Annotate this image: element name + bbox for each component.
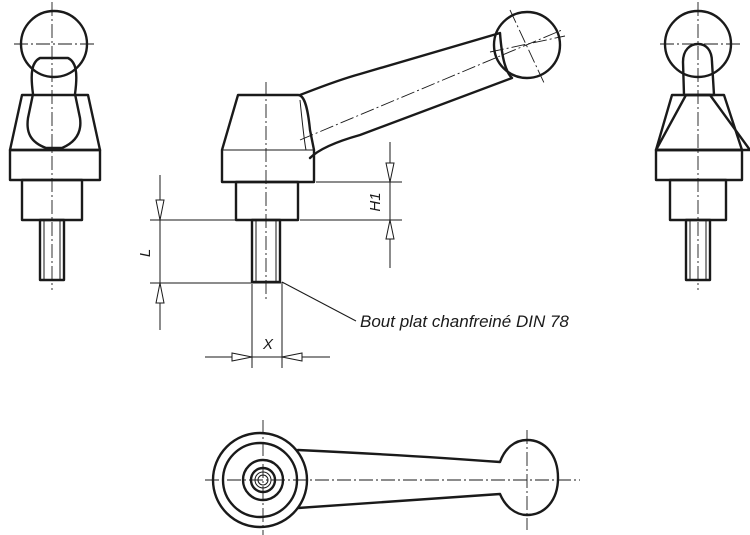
dimension-l: L <box>137 175 284 330</box>
left-side-view <box>8 2 102 290</box>
chamfer-note: Bout plat chanfreiné DIN 78 <box>360 312 569 331</box>
top-view <box>205 420 580 535</box>
dimension-x: X <box>205 284 330 368</box>
l-label: L <box>137 249 154 257</box>
front-view <box>220 9 566 300</box>
dimension-h1: H1 <box>300 142 402 268</box>
right-side-view <box>654 2 750 290</box>
x-label: X <box>262 336 274 353</box>
chamfer-callout: Bout plat chanfreiné DIN 78 <box>281 281 569 331</box>
h1-label: H1 <box>367 192 384 211</box>
